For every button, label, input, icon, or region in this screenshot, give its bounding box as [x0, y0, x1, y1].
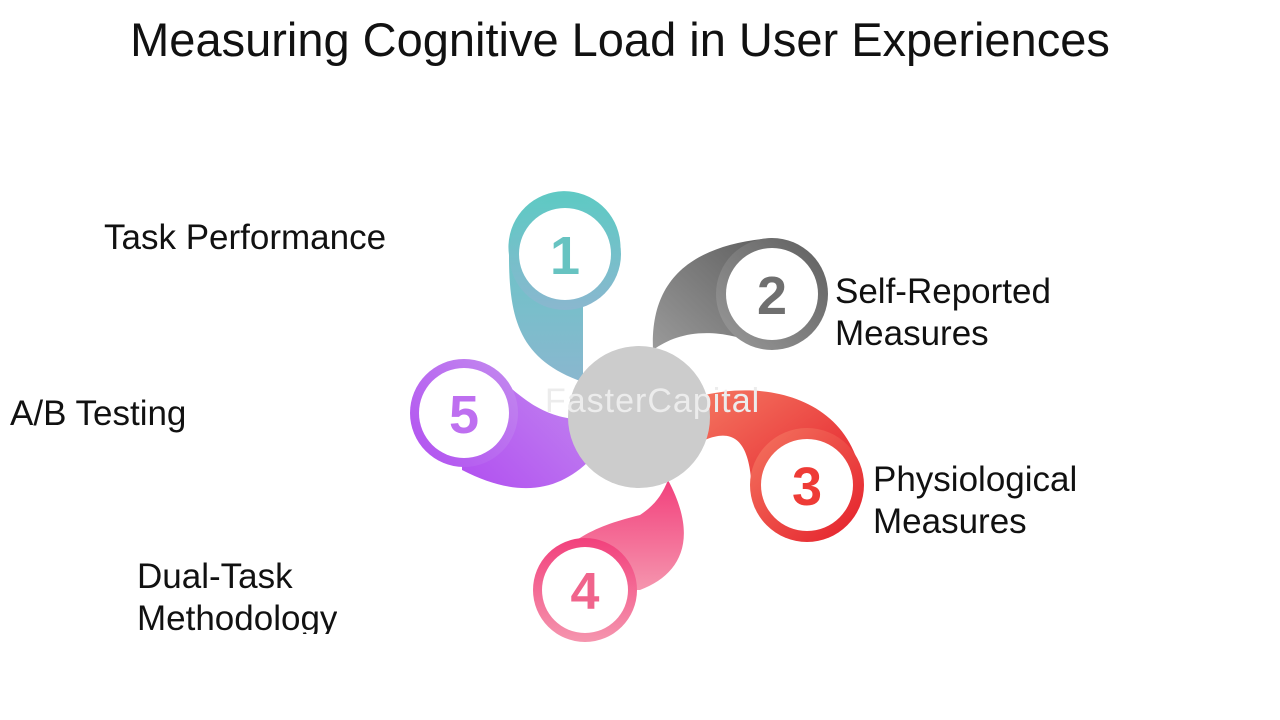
- step-number-4: 4: [571, 563, 600, 621]
- step-label-2: Self-Reported Measures: [835, 272, 1051, 353]
- petal-2: 2: [652, 238, 828, 350]
- step-number-1: 1: [550, 226, 580, 286]
- petal-4: 4: [533, 480, 684, 642]
- page-title: Measuring Cognitive Load in User Experie…: [130, 13, 1110, 66]
- petal-5: 5: [410, 359, 590, 489]
- step-number-5: 5: [449, 385, 479, 445]
- step-label-5: A/B Testing: [10, 394, 187, 433]
- step-label-1: Task Performance: [104, 218, 387, 257]
- step-number-2: 2: [757, 266, 787, 326]
- petal-3: 3: [705, 390, 864, 542]
- center-hub: [568, 346, 710, 488]
- step-label-3: Physiological Measures: [873, 460, 1078, 541]
- step-number-3: 3: [792, 457, 822, 517]
- petal-1: 1: [508, 191, 621, 382]
- step-label-4: Dual-Task Methodology: [137, 557, 338, 634]
- watermark: FasterCapital: [545, 382, 761, 420]
